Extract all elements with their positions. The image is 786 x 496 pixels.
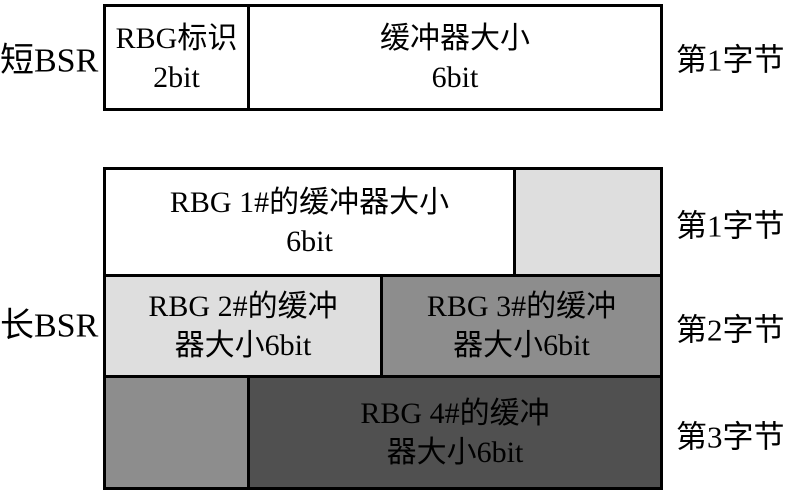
long-bsr-byte3-row: RBG 4#的缓冲 器大小6bit bbox=[106, 378, 660, 487]
long-bsr-field-rbg4: RBG 4#的缓冲 器大小6bit bbox=[250, 378, 660, 487]
long-bsr-field-rbg1: RBG 1#的缓冲器大小 6bit bbox=[106, 170, 516, 274]
long-bsr-box: RBG 1#的缓冲器大小 6bit RBG 2#的缓冲 器大小6bit RBG … bbox=[103, 167, 663, 490]
short-bsr-label: 短BSR bbox=[0, 42, 99, 80]
field-name: RBG 4#的缓冲 bbox=[360, 396, 550, 430]
long-bsr-field-rbg3: RBG 3#的缓冲 器大小6bit bbox=[383, 277, 660, 375]
short-bsr-field-rbg-id: RBG标识 2bit bbox=[106, 7, 250, 108]
long-bsr-byte3-spillover-cell bbox=[106, 378, 250, 487]
field-name: RBG标识 bbox=[115, 21, 238, 55]
field-bits: 器大小6bit bbox=[174, 329, 312, 362]
long-bsr-field-rbg2: RBG 2#的缓冲 器大小6bit bbox=[106, 277, 383, 375]
field-name: 缓冲器大小 bbox=[380, 21, 530, 55]
field-bits: 2bit bbox=[153, 60, 200, 94]
short-bsr-box: RBG标识 2bit 缓冲器大小 6bit bbox=[103, 4, 663, 111]
long-bsr-byte1-spillover-cell bbox=[516, 170, 660, 274]
long-bsr-byte1-label: 第1字节 bbox=[676, 208, 785, 244]
long-bsr-byte3-label: 第3字节 bbox=[676, 419, 785, 455]
field-name: RBG 3#的缓冲 bbox=[426, 290, 617, 323]
field-name: RBG 1#的缓冲器大小 bbox=[169, 186, 450, 219]
field-name: RBG 2#的缓冲 bbox=[148, 290, 338, 323]
short-bsr-field-buffer-size: 缓冲器大小 6bit bbox=[250, 7, 660, 108]
field-bits: 6bit bbox=[431, 60, 479, 94]
long-bsr-byte2-row: RBG 2#的缓冲 器大小6bit RBG 3#的缓冲 器大小6bit bbox=[106, 277, 660, 378]
long-bsr-byte1-row: RBG 1#的缓冲器大小 6bit bbox=[106, 170, 660, 277]
long-bsr-label: 长BSR bbox=[0, 307, 99, 345]
short-bsr-byte1-label: 第1字节 bbox=[676, 42, 785, 78]
long-bsr-byte2-label: 第2字节 bbox=[676, 312, 785, 348]
field-bits: 器大小6bit bbox=[386, 435, 524, 469]
field-bits: 6bit bbox=[286, 225, 333, 258]
field-bits: 器大小6bit bbox=[453, 329, 590, 362]
